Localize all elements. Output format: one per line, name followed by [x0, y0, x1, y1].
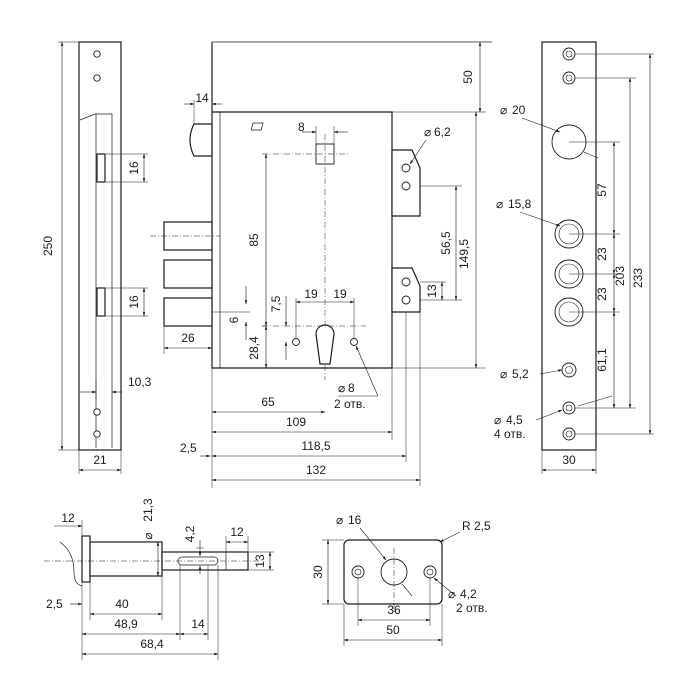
deadbolt-2 — [163, 259, 213, 289]
faceplate-slot-bottom — [96, 287, 106, 317]
dim-diameter-15-8: 15,8 — [508, 197, 532, 211]
bolt-body — [89, 541, 163, 577]
deadbolt-3 — [163, 297, 213, 327]
faceplate-outline — [78, 41, 122, 451]
faceplate-screw-hole — [93, 408, 101, 416]
dim-50: 50 — [461, 70, 475, 84]
dim-2-5-main: 2,5 — [180, 441, 197, 455]
dim-28-4: 28,4 — [247, 336, 261, 360]
tab-screw-hole — [401, 163, 411, 173]
dim-6: 6 — [227, 316, 241, 323]
diameter-symbol: ⌀ — [336, 513, 343, 527]
dim-23-top: 23 — [595, 247, 609, 261]
dim-68-4: 68,4 — [140, 637, 164, 651]
dim-16-top: 16 — [127, 161, 141, 175]
dim-19-right: 19 — [333, 287, 347, 301]
cylinder-screw-hole — [350, 338, 358, 346]
diameter-symbol: ⌀ — [500, 103, 507, 117]
dim-2-5-bolt: 2,5 — [46, 597, 63, 611]
dim-109: 109 — [286, 415, 306, 429]
dim-57: 57 — [595, 183, 609, 197]
diameter-symbol: ⌀ — [424, 125, 431, 139]
dim-48-9: 48,9 — [114, 617, 138, 631]
tab-screw-hole — [401, 295, 411, 305]
dim-250: 250 — [41, 236, 55, 256]
dim-2-holes-cover: 2 отв. — [456, 601, 488, 615]
dim-19-left: 19 — [304, 287, 318, 301]
dim-diameter-4-2: 4,2 — [460, 587, 477, 601]
dim-12-right: 12 — [230, 525, 244, 539]
dim-radius-2-5: R 2,5 — [462, 519, 491, 533]
tab-screw-hole — [401, 181, 411, 191]
dim-132: 132 — [306, 463, 326, 477]
dim-2-holes-cylinder: 2 отв. — [334, 397, 366, 411]
dim-4-holes: 4 отв. — [494, 427, 526, 441]
faceplate-screw-hole — [93, 50, 101, 58]
dim-118-5: 118,5 — [301, 439, 330, 453]
dim-50-cover: 50 — [386, 623, 400, 637]
bolt-flange — [81, 535, 91, 583]
dim-square-8: 8 — [298, 120, 305, 134]
tab-screw-hole — [401, 277, 411, 287]
faceplate-side-view: 250 16 16 10,3 21 — [41, 41, 152, 474]
dim-diameter-5-2: 5,2 — [512, 367, 529, 381]
dim-12-left: 12 — [61, 511, 75, 525]
dim-14-bolt: 14 — [191, 617, 205, 631]
dim-10-3: 10,3 — [128, 375, 152, 389]
dim-26: 26 — [181, 331, 195, 345]
diameter-symbol: ⌀ — [338, 381, 345, 395]
bolt-detail-view: 12 ⌀ 21,3 4,2 12 13 2,5 40 48,9 — [44, 498, 274, 660]
dim-30-strike: 30 — [562, 453, 576, 467]
dim-56-5: 56,5 — [439, 231, 453, 255]
dim-14: 14 — [195, 91, 209, 105]
cover-plate-view: ⌀ 16 R 2,5 30 ⌀ 4,2 2 отв. 36 50 — [311, 513, 491, 646]
dim-13-bolt: 13 — [253, 554, 267, 568]
dim-149-5: 149,5 — [457, 239, 471, 269]
bolt-head-curve — [59, 541, 83, 587]
dim-diameter-16: 16 — [348, 513, 362, 527]
dim-diameter-8: 8 — [348, 381, 355, 395]
dim-65: 65 — [261, 395, 275, 409]
dim-13: 13 — [425, 284, 439, 298]
latch-bolt — [189, 123, 213, 157]
strike-plate-view: ⌀ 20 ⌀ 15,8 ⌀ 5,2 ⌀ 4,5 4 отв. 57 23 23 — [494, 41, 654, 474]
dim-diameter-6-2: 6,2 — [434, 125, 451, 139]
faceplate-screw-hole — [93, 74, 101, 82]
dim-7-5: 7,5 — [269, 295, 283, 312]
dim-23-bottom: 23 — [595, 287, 609, 301]
cylinder-screw-hole — [292, 338, 300, 346]
dim-21: 21 — [93, 453, 107, 467]
dim-85: 85 — [247, 233, 261, 247]
diameter-symbol: ⌀ — [496, 197, 503, 211]
diameter-symbol: ⌀ — [448, 587, 455, 601]
dim-30-cover: 30 — [311, 565, 325, 579]
dim-diameter-20: 20 — [512, 103, 526, 117]
lock-body-front-view: 14 50 8 ⌀ 6,2 85 56,5 149,5 13 — [150, 41, 492, 488]
faceplate-slot-top — [96, 153, 106, 183]
diameter-symbol: ⌀ — [141, 532, 155, 539]
dim-36: 36 — [387, 603, 401, 617]
dim-61-1: 61,1 — [595, 348, 609, 372]
dim-233: 233 — [631, 268, 645, 288]
cylinder-cutout — [315, 324, 335, 365]
faceplate-inner-edge — [79, 113, 113, 448]
faceplate-screw-hole — [93, 430, 101, 438]
dim-16-bottom: 16 — [127, 295, 141, 309]
dim-203: 203 — [613, 266, 627, 286]
mounting-tab-bottom — [391, 267, 421, 313]
dim-diameter-4-5: 4,5 — [506, 413, 523, 427]
dim-40: 40 — [115, 597, 129, 611]
dim-4-2-bolt: 4,2 — [183, 525, 197, 542]
diameter-symbol: ⌀ — [500, 367, 507, 381]
diameter-symbol: ⌀ — [494, 413, 501, 427]
dim-diameter-21-3: 21,3 — [141, 498, 155, 522]
